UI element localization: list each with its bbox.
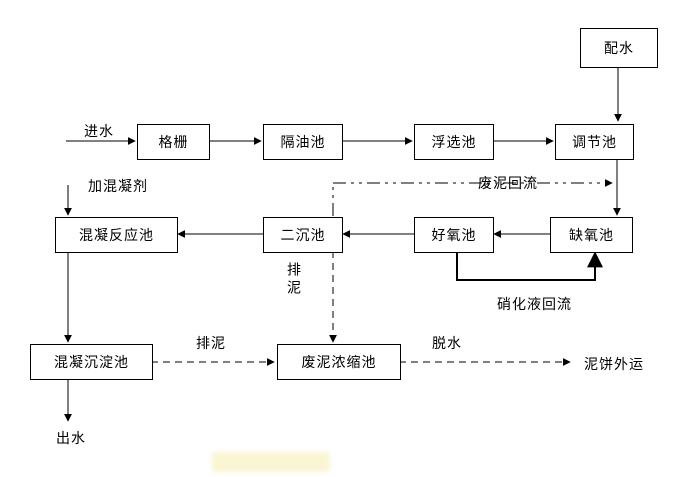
label-effluent: 出水 <box>56 431 86 447</box>
label-sludge-cake-out: 泥饼外运 <box>584 357 644 373</box>
node-aerobic-tank: 好氧池 <box>414 217 494 253</box>
node-secondary-clarifier: 二沉池 <box>263 217 343 253</box>
label-add-coagulant: 加混凝剂 <box>88 179 148 195</box>
node-equalization: 调节池 <box>555 124 634 160</box>
watermark-smudge <box>212 452 330 472</box>
label-sludge-discharge-vertical: 排泥 <box>285 262 301 298</box>
node-coagulation-reaction: 混凝反应池 <box>55 217 178 253</box>
node-water-distribution: 配水 <box>580 28 658 68</box>
node-oil-separation: 隔油池 <box>263 124 343 160</box>
node-screen: 格栅 <box>137 124 210 160</box>
node-coagulation-sedimentation: 混凝沉淀池 <box>30 344 153 380</box>
label-influent: 进水 <box>84 124 114 140</box>
label-nitrified-liquid-return: 硝化液回流 <box>497 297 572 313</box>
node-anoxic-tank: 缺氧池 <box>550 217 633 253</box>
label-sludge-discharge-horizontal: 排泥 <box>196 336 226 352</box>
label-dewatering: 脱水 <box>432 336 462 352</box>
label-waste-sludge-return: 废泥回流 <box>478 176 538 192</box>
node-flotation: 浮选池 <box>414 124 494 160</box>
node-sludge-thickening: 废泥浓缩池 <box>277 344 401 380</box>
arrow-nitrified-liquid-return <box>456 251 603 281</box>
